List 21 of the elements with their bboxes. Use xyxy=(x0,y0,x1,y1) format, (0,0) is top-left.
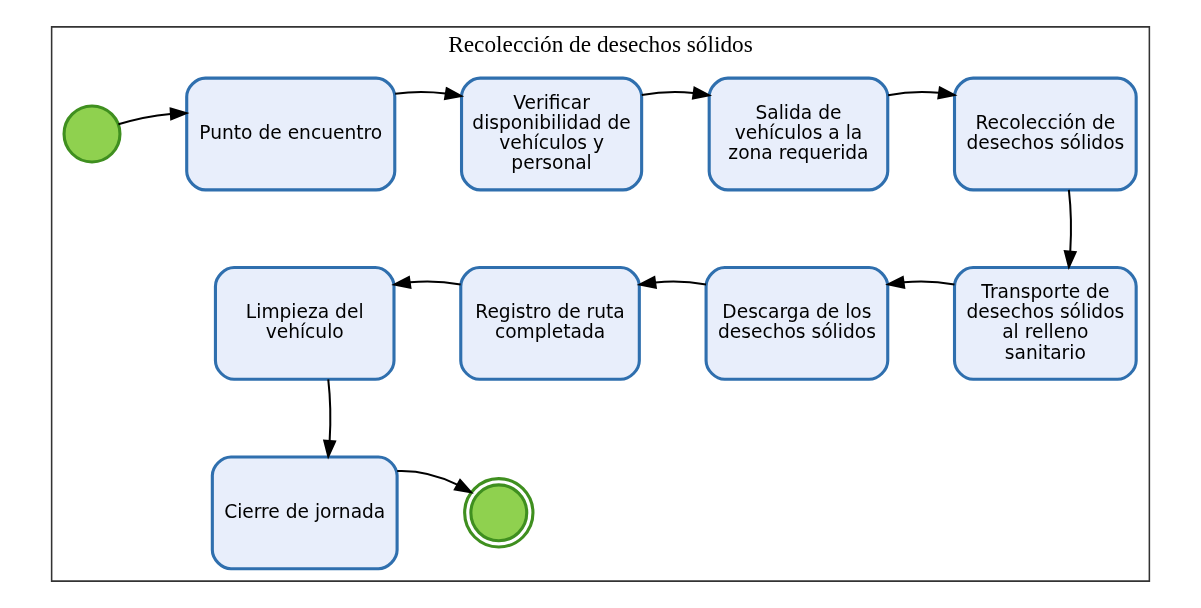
node-box: Transporte de desechos sólidos al relleno sanitario xyxy=(952,265,1138,381)
arrow xyxy=(397,469,474,494)
arrow xyxy=(636,275,707,290)
node-box: Verificar disponibilidad de vehículos y personal xyxy=(460,76,644,192)
node-circle xyxy=(62,104,122,164)
node-box: Descarga de los desechos sólidos xyxy=(704,265,890,381)
arrow xyxy=(391,275,461,289)
node-box: Recolección de desechos sólidos xyxy=(952,76,1138,192)
arrow xyxy=(885,275,955,289)
arrow xyxy=(1063,189,1078,271)
node-circle xyxy=(463,477,535,549)
node-box: Salida de vehículos a la zona requerida xyxy=(707,76,890,192)
arrow xyxy=(118,107,190,126)
node-box: Cierre de jornada xyxy=(210,455,399,571)
node-box: Punto de encuentro xyxy=(185,76,397,192)
arrow xyxy=(887,85,958,100)
node-box: Limpieza del vehículo xyxy=(213,265,396,381)
arrow xyxy=(322,379,337,460)
arrow xyxy=(395,86,465,101)
node-box: Registro de ruta completada xyxy=(459,265,641,381)
arrow xyxy=(641,86,713,100)
